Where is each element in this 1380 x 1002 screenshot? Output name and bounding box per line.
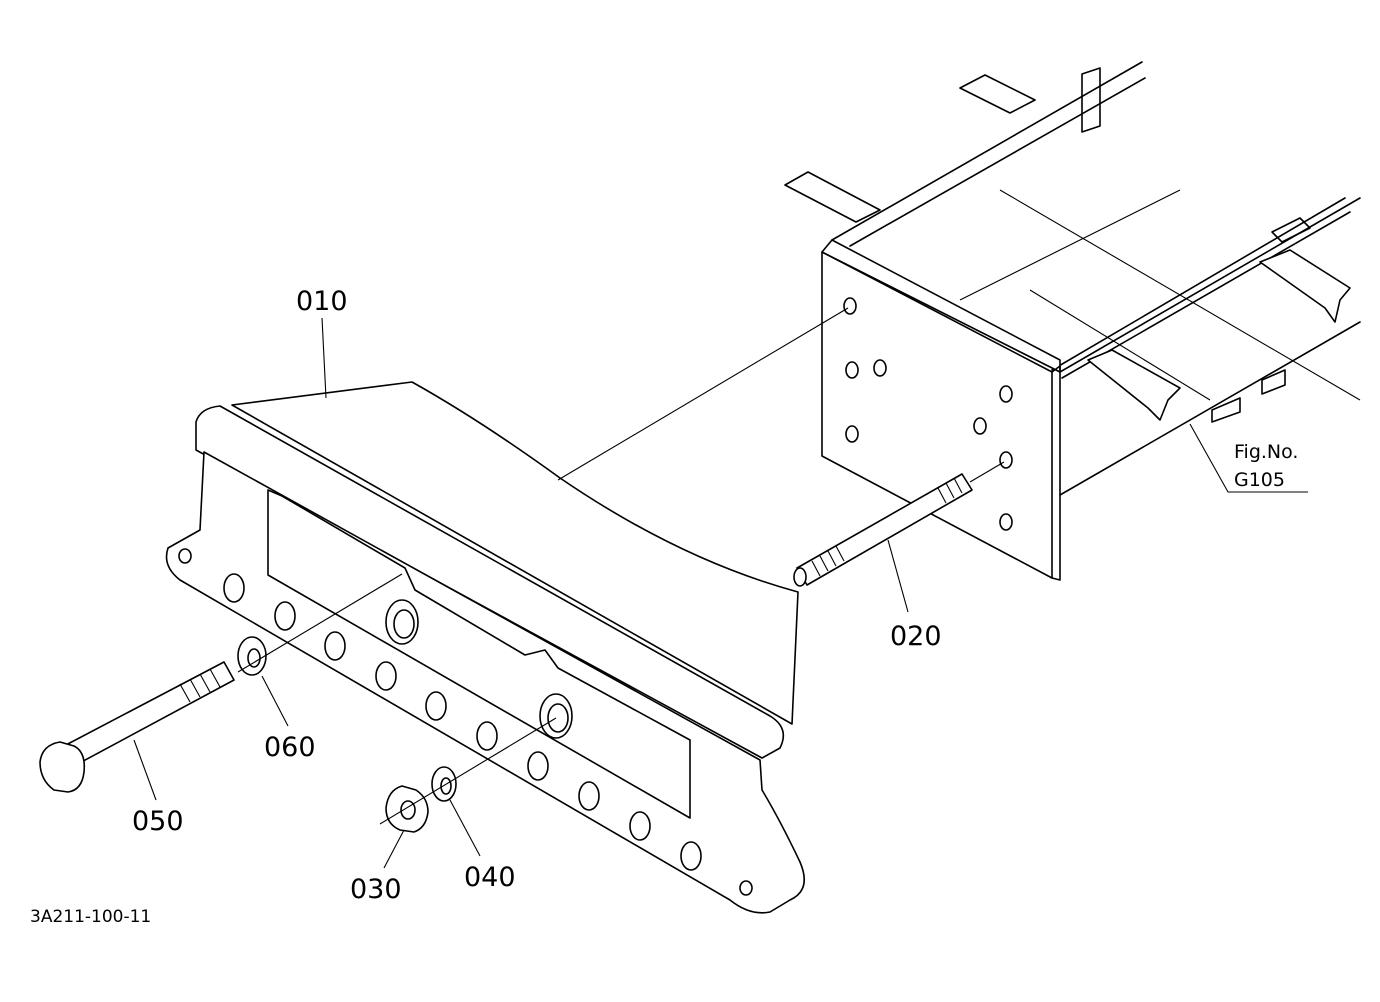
leader-lines bbox=[133, 317, 1308, 869]
frame-structure bbox=[784, 61, 1361, 581]
assembly-lines bbox=[237, 307, 1005, 825]
label-part-010: 010 bbox=[296, 286, 348, 317]
part-060-washer bbox=[237, 636, 267, 676]
label-part-030: 030 bbox=[350, 874, 402, 905]
label-part-050: 050 bbox=[132, 806, 184, 837]
part-010-bracket bbox=[165, 381, 806, 914]
figure-ref-line2: G105 bbox=[1234, 469, 1285, 491]
figure-ref-line1: Fig.No. bbox=[1234, 441, 1298, 463]
drawing-code: 3A211-100-11 bbox=[30, 907, 151, 927]
part-030-nut bbox=[385, 785, 429, 833]
frame-holes bbox=[843, 297, 1013, 531]
label-part-020: 020 bbox=[890, 621, 942, 652]
part-020-stud bbox=[793, 473, 973, 587]
part-040-washer bbox=[431, 766, 457, 802]
label-part-040: 040 bbox=[464, 862, 516, 893]
part-050-bolt bbox=[39, 661, 235, 793]
label-part-060: 060 bbox=[264, 732, 316, 763]
bracket-holes bbox=[178, 548, 753, 896]
